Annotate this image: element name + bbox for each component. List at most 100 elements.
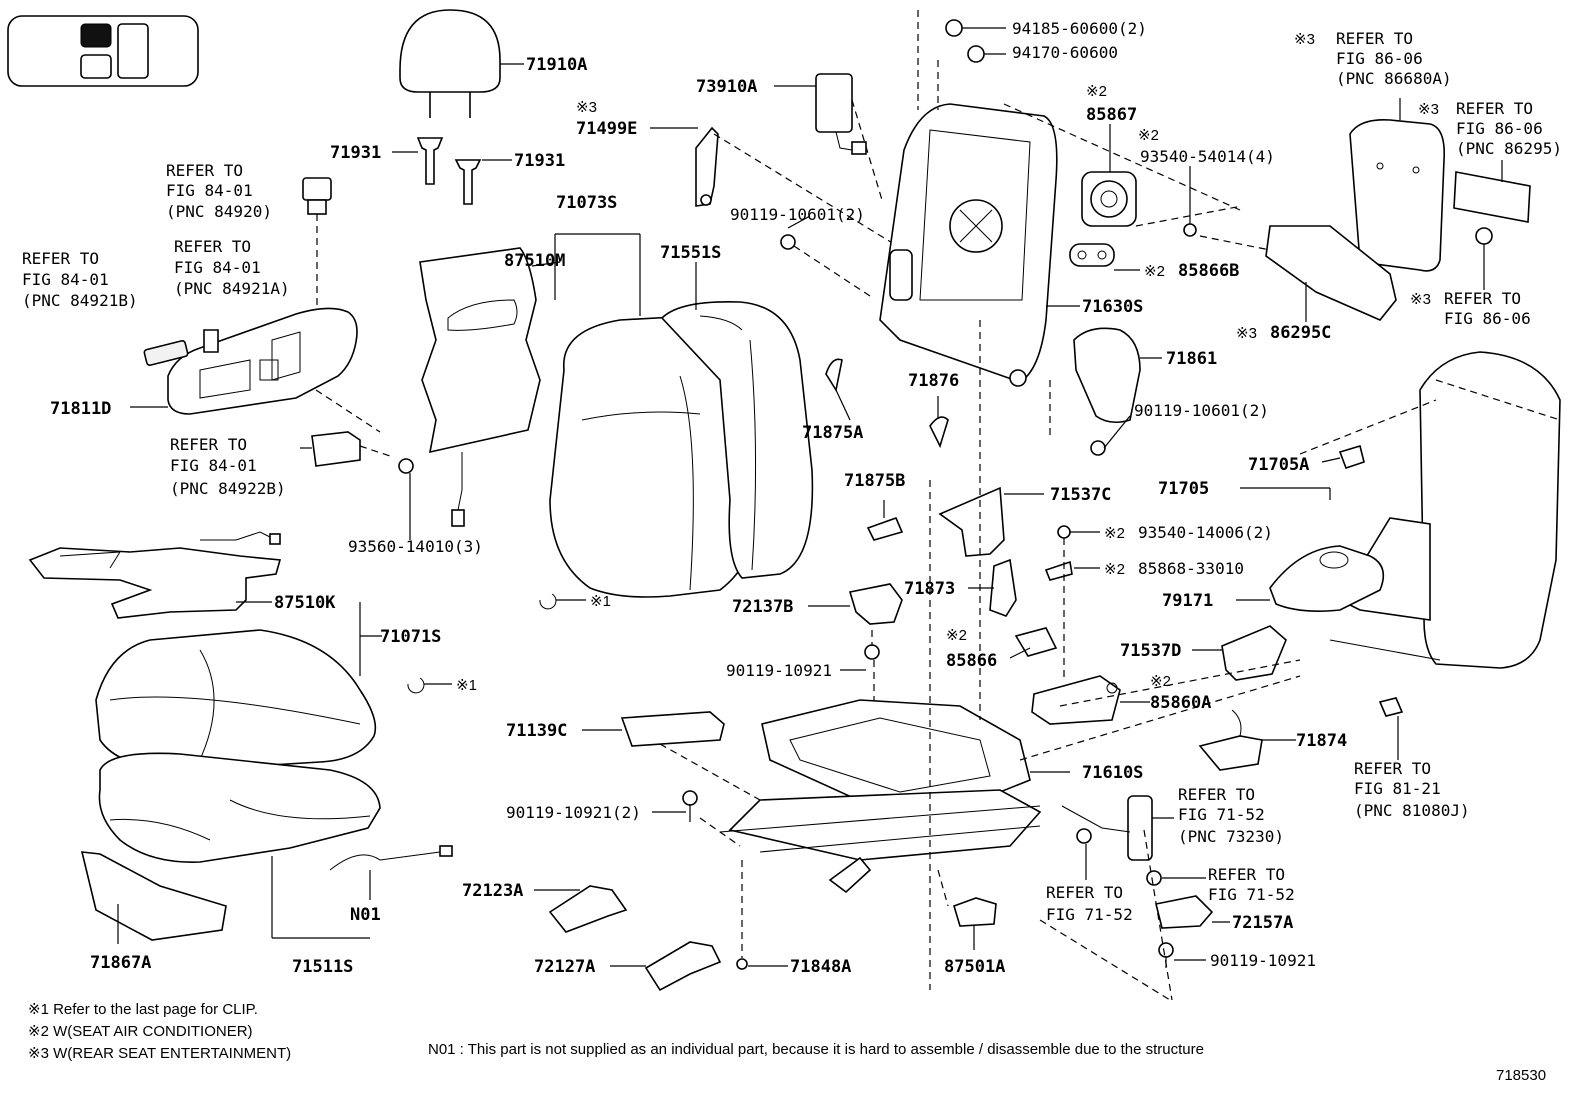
label-71848A: 71848A	[790, 957, 851, 977]
svg-text:FIG 71-52: FIG 71-52	[1208, 885, 1295, 904]
fan-85867-part	[1081, 124, 1197, 237]
label-71630S: 71630S	[1082, 297, 1143, 317]
label-87510M: 87510M	[504, 251, 565, 271]
mark-2b: ※2	[1138, 127, 1159, 144]
label-71861: 71861	[1166, 349, 1217, 369]
svg-text:FIG 84-01: FIG 84-01	[166, 181, 253, 200]
label-71610S: 71610S	[1082, 763, 1143, 783]
svg-text:REFER TO: REFER TO	[22, 249, 99, 268]
harness-N01-part	[329, 845, 453, 900]
cover-71537D-part	[1192, 625, 1287, 681]
label-71931-a: 71931	[330, 143, 381, 163]
label-73910A: 73910A	[696, 77, 757, 97]
svg-text:REFER TO: REFER TO	[170, 435, 247, 454]
clip-71705A-part	[1321, 444, 1365, 470]
svg-text:FIG 71-52: FIG 71-52	[1178, 805, 1265, 824]
label-90119-10921-b: 90119-10921(2)	[506, 803, 641, 822]
clip-71876-part	[929, 396, 949, 449]
bracket-71873-part	[968, 558, 1017, 617]
back-board-part	[1349, 98, 1446, 272]
ref-86680A: REFER TO FIG 86-06 (PNC 86680A)	[1336, 29, 1452, 88]
svg-text:REFER TO: REFER TO	[166, 161, 243, 180]
label-90119-10601-b: 90119-10601(2)	[1134, 401, 1269, 420]
clip-symbol-1	[539, 593, 586, 610]
label-71073S: 71073S	[556, 193, 617, 213]
mark-3e: ※3	[1236, 325, 1257, 342]
label-71499E: 71499E	[576, 119, 637, 139]
clip-71875B-part	[866, 500, 904, 541]
label-71511S: 71511S	[292, 957, 353, 977]
svg-text:(PNC 84921A): (PNC 84921A)	[174, 279, 290, 298]
label-71705: 71705	[1158, 479, 1209, 499]
mark-2d: ※2	[1104, 525, 1125, 542]
label-71873: 71873	[904, 579, 955, 599]
seatback-heater-part	[419, 247, 561, 527]
figure-number: 718530	[1496, 1067, 1546, 1084]
svg-text:REFER TO: REFER TO	[1336, 29, 1413, 48]
clip-71848A-part	[736, 860, 788, 970]
connector-81080J-icon	[1378, 697, 1404, 717]
svg-text:(PNC 84922B): (PNC 84922B)	[170, 479, 286, 498]
duct-85866B-part	[1069, 243, 1140, 271]
cushion-front-cover-part	[80, 851, 227, 944]
svg-text:(PNC 86295): (PNC 86295)	[1456, 139, 1562, 158]
mark-2e: ※2	[1104, 561, 1125, 578]
screw-93560-part	[398, 458, 414, 540]
label-87510K: 87510K	[274, 593, 336, 613]
bracket-86295C-part	[1265, 225, 1493, 322]
bolt-90119-10601-part	[780, 215, 871, 297]
label-72123A: 72123A	[462, 881, 523, 901]
top-nuts-part	[917, 10, 1006, 110]
mark-2f: ※2	[946, 627, 967, 644]
label-94170: 94170-60600	[1012, 43, 1118, 62]
label-72127A: 72127A	[534, 957, 595, 977]
label-93540-14006: 93540-14006(2)	[1138, 523, 1273, 542]
label-71139C: 71139C	[506, 721, 567, 741]
blower-85860A-part	[1031, 675, 1150, 725]
label-71875B: 71875B	[844, 471, 905, 491]
label-86295C: 86295C	[1270, 323, 1331, 343]
duct-85866-part	[1009, 627, 1058, 659]
ref-84920: REFER TO FIG 84-01 (PNC 84920)	[166, 161, 272, 221]
seatback-pad-part	[660, 262, 814, 579]
note-1: ※1 Refer to the last page for CLIP.	[28, 1001, 258, 1018]
seat-side-cover-part	[130, 307, 358, 415]
svg-text:FIG 71-52: FIG 71-52	[1046, 905, 1133, 924]
module-73910A-part	[774, 73, 883, 201]
vehicle-locator-icon	[7, 15, 199, 87]
label-90119-10601-a: 90119-10601(2)	[730, 205, 865, 224]
svg-text:FIG 81-21: FIG 81-21	[1354, 779, 1441, 798]
label-72137B: 72137B	[732, 597, 793, 617]
label-85868: 85868-33010	[1138, 559, 1244, 578]
mark-2c: ※2	[1144, 263, 1165, 280]
svg-text:(PNC 81080J): (PNC 81080J)	[1354, 801, 1470, 820]
seatback-board-part	[1240, 351, 1561, 669]
ref-73230: REFER TO FIG 71-52 (PNC 73230)	[1178, 785, 1284, 846]
bolt-90119-10921-c-part	[1143, 829, 1206, 1001]
assembly-lines	[315, 103, 1561, 1001]
mark-3b: ※3	[1294, 31, 1315, 48]
label-71876: 71876	[908, 371, 959, 391]
label-93540-54014: 93540-54014(4)	[1140, 147, 1275, 166]
svg-text:FIG 84-01: FIG 84-01	[22, 270, 109, 289]
rail-cover-71139C-part	[582, 711, 761, 801]
svg-text:FIG 86-06: FIG 86-06	[1456, 119, 1543, 138]
bolt-90119-10921-2-part	[652, 790, 741, 847]
mark-3a: ※3	[576, 99, 597, 116]
seat-switch-knobs	[143, 329, 391, 467]
svg-text:REFER TO: REFER TO	[1354, 759, 1431, 778]
svg-text:REFER TO: REFER TO	[1208, 865, 1285, 884]
trim-86295-part	[1453, 160, 1531, 223]
seatbelt-buckle-part	[1061, 795, 1206, 886]
mark-2g: ※2	[1150, 673, 1171, 690]
svg-text:(PNC 86680A): (PNC 86680A)	[1336, 69, 1452, 88]
cushion-frame-part	[719, 675, 1301, 894]
label-71537C: 71537C	[1050, 485, 1111, 505]
headrest-guides	[392, 137, 512, 205]
svg-text:REFER TO: REFER TO	[174, 237, 251, 256]
label-94185: 94185-60600(2)	[1012, 19, 1147, 38]
cover-72157A-part	[1155, 895, 1230, 929]
svg-text:FIG 86-06: FIG 86-06	[1336, 49, 1423, 68]
label-71875A: 71875A	[802, 423, 863, 443]
label-71071S: 71071S	[380, 627, 441, 647]
